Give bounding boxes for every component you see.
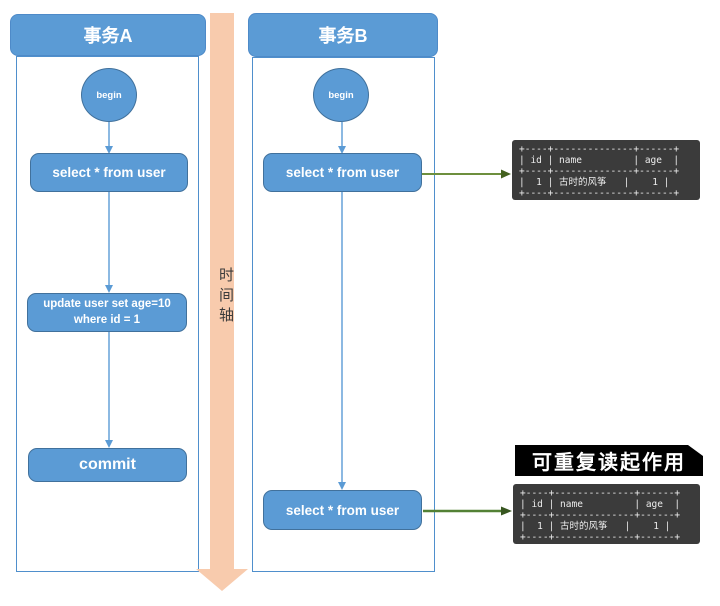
timeline-label: 时间轴 [217, 267, 233, 327]
repeatable-read-annotation: 可重复读起作用 [515, 445, 703, 476]
begin-node-a: begin [81, 68, 137, 122]
result-arrow-first [422, 169, 511, 179]
commit-node-a-label: commit [79, 456, 136, 473]
begin-node-b-label: begin [328, 89, 354, 101]
transaction-b-header: 事务B [248, 13, 438, 57]
timeline-arrowhead-icon [196, 569, 248, 591]
transaction-a-title: 事务A [83, 26, 133, 46]
update-node-a-label: update user set age=10 where id = 1 [43, 297, 171, 326]
select-node-b-first-label: select * from user [285, 165, 400, 180]
timeline-bar [210, 13, 234, 569]
select-node-b-second: select * from user [263, 490, 422, 530]
result-arrow-second [423, 506, 512, 516]
select-node-a: select * from user [30, 153, 188, 192]
commit-node-a: commit [28, 448, 187, 482]
begin-node-b: begin [313, 68, 369, 122]
query-result-first: +----+--------------+------+ | id | name… [512, 140, 700, 200]
begin-node-a-label: begin [96, 89, 122, 101]
select-node-b-first: select * from user [263, 153, 422, 192]
update-node-a: update user set age=10 where id = 1 [27, 293, 187, 332]
repeatable-read-annotation-label: 可重复读起作用 [532, 452, 686, 474]
query-result-second: +----+--------------+------+ | id | name… [513, 484, 700, 544]
transaction-a-header: 事务A [10, 14, 206, 56]
select-node-a-label: select * from user [52, 165, 166, 180]
select-node-b-second-label: select * from user [285, 502, 400, 518]
transaction-b-title: 事务B [318, 26, 368, 46]
